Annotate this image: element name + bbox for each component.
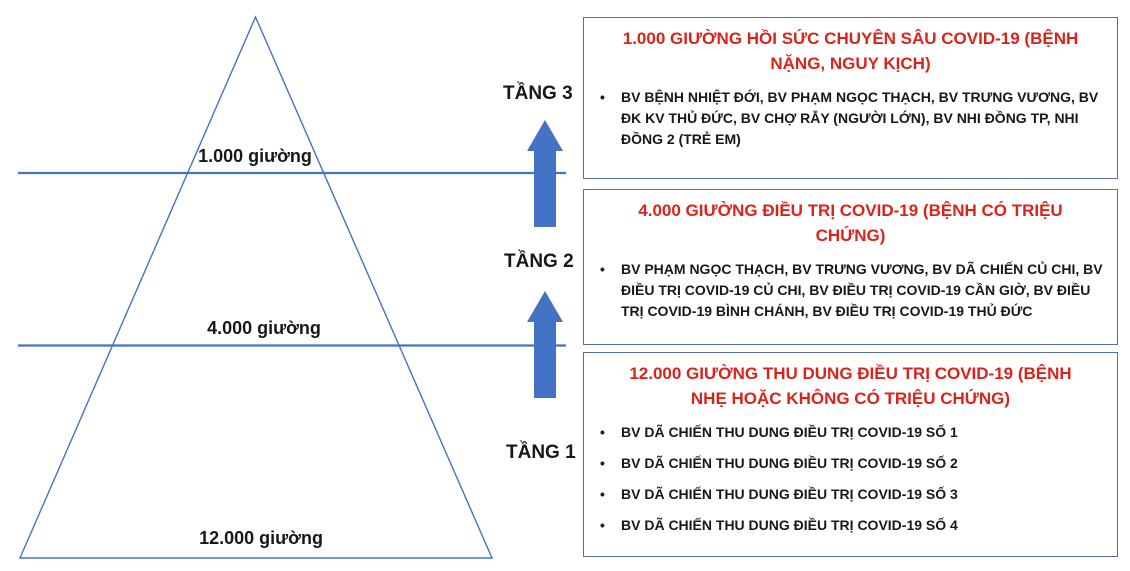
pyramid-outline [18,15,494,559]
hospital-list-item: BV PHẠM NGỌC THẠCH, BV TRƯNG VƯƠNG, BV D… [592,259,1107,322]
tier2-box-title: 4.000 GIƯỜNG ĐIỀU TRỊ COVID-19 (BỆNH CÓ … [638,201,1063,245]
tier1-box-title: 12.000 GIƯỜNG THU DUNG ĐIỀU TRỊ COVID-19… [629,364,1072,408]
tier2-detail-box: 4.000 GIƯỜNG ĐIỀU TRỊ COVID-19 (BỆNH CÓ … [583,189,1118,345]
tier3-detail-box: 1.000 GIƯỜNG HỒI SỨC CHUYÊN SÂU COVID-19… [583,17,1118,179]
tier3-box-title: 1.000 GIƯỜNG HỒI SỨC CHUYÊN SÂU COVID-19… [622,29,1079,73]
hospital-list-item: BV BỆNH NHIỆT ĐỚI, BV PHẠM NGỌC THẠCH, B… [592,87,1107,150]
tier-label-1: TẦNG 1 [506,442,576,463]
arrow-up-tier3-icon [527,120,563,227]
tier1-hospital-list: BV DÃ CHIẾN THU DUNG ĐIỀU TRỊ COVID-19 S… [584,422,1117,536]
hospital-list-item: BV DÃ CHIẾN THU DUNG ĐIỀU TRỊ COVID-19 S… [592,484,1107,505]
tier2-hospital-list: BV PHẠM NGỌC THẠCH, BV TRƯNG VƯƠNG, BV D… [584,259,1117,322]
tier3-hospital-list: BV BỆNH NHIỆT ĐỚI, BV PHẠM NGỌC THẠCH, B… [584,87,1117,150]
hospital-list-item: BV DÃ CHIẾN THU DUNG ĐIỀU TRỊ COVID-19 S… [592,515,1107,536]
hospital-list-item: BV DÃ CHIẾN THU DUNG ĐIỀU TRỊ COVID-19 S… [592,422,1107,443]
hospital-list-item: BV DÃ CHIẾN THU DUNG ĐIỀU TRỊ COVID-19 S… [592,453,1107,474]
pyramid-level-label-12000: 12.000 giường [199,528,323,548]
pyramid-level-label-1000: 1.000 giường [198,146,312,166]
tier-label-3: TẦNG 3 [503,83,573,104]
tier-label-2: TẦNG 2 [504,251,574,272]
arrow-up-tier2-icon [527,291,563,398]
pyramid-level-label-4000: 4.000 giường [207,318,321,338]
tier1-detail-box: 12.000 GIƯỜNG THU DUNG ĐIỀU TRỊ COVID-19… [583,352,1118,557]
